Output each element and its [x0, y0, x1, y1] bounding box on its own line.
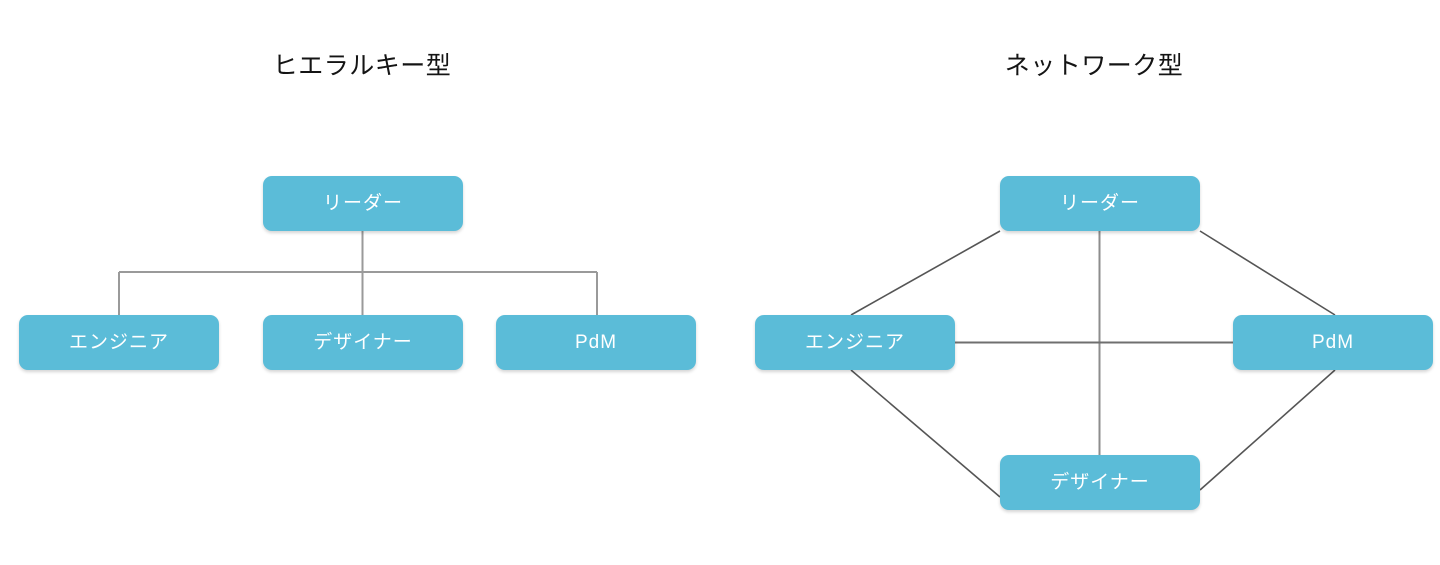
edge-n-designer-pdm [1199, 369, 1336, 491]
node-network-leader[interactable]: リーダー [1000, 176, 1200, 231]
node-label: PdM [574, 332, 618, 353]
edge-n-engineer-designer [850, 369, 1001, 498]
node-label: リーダー [1059, 193, 1140, 214]
node-network-engineer[interactable]: エンジニア [755, 315, 955, 370]
node-hierarchy-leader[interactable]: リーダー [263, 176, 463, 231]
node-hierarchy-pdm[interactable]: PdM [496, 315, 696, 370]
hierarchy-edges [118, 231, 598, 315]
edge-n-leader-engineer [850, 230, 1001, 316]
node-label: PdM [1311, 332, 1355, 353]
node-hierarchy-designer[interactable]: デザイナー [263, 315, 463, 370]
panel-title-hierarchy: ヒエラルキー型 [272, 52, 452, 80]
edge-n-leader-pdm [1199, 230, 1336, 316]
node-network-designer[interactable]: デザイナー [1000, 455, 1200, 510]
panel-title-network: ネットワーク型 [1004, 52, 1184, 80]
node-label: デザイナー [313, 332, 413, 353]
node-label: デザイナー [1050, 472, 1150, 493]
node-label: リーダー [322, 193, 403, 214]
node-label: エンジニア [804, 332, 905, 353]
node-network-pdm[interactable]: PdM [1233, 315, 1433, 370]
node-label: エンジニア [68, 332, 169, 353]
node-hierarchy-engineer[interactable]: エンジニア [19, 315, 219, 370]
